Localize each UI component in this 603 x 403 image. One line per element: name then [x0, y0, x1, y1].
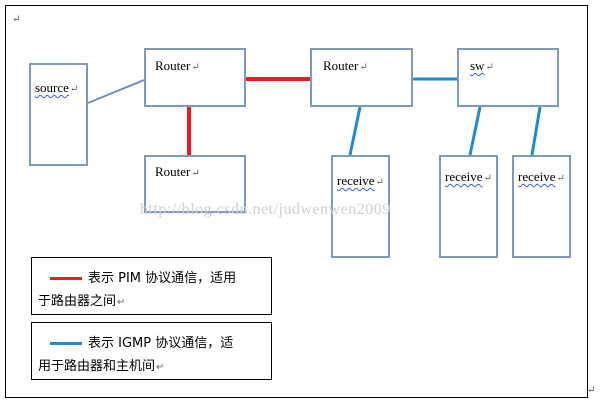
pim-line-swatch — [50, 277, 82, 280]
router-label: Router — [155, 164, 191, 179]
router-node-1: Router↵ — [144, 48, 246, 107]
receive-node-3: receive↵ — [512, 155, 571, 258]
igmp-link-sw-receive2 — [468, 106, 482, 156]
sw-label: sw — [470, 58, 485, 73]
igmp-line-swatch — [50, 342, 82, 345]
page-frame — [5, 5, 588, 398]
legend-pim: 表示 PIM 协议通信，适用 于路由器之间↵ — [31, 257, 272, 315]
router-label: Router — [155, 58, 191, 73]
receive-label: receive — [337, 173, 375, 188]
igmp-link-sw-receive3 — [530, 106, 542, 156]
paragraph-mark: ↵ — [12, 14, 21, 25]
receive-label: receive — [445, 169, 483, 184]
legend-igmp-text-2: 用于路由器和主机间 — [38, 359, 156, 374]
receive-node-1: receive↵ — [331, 155, 390, 258]
legend-igmp: 表示 IGMP 协议通信，适 用于路由器和主机间↵ — [31, 322, 272, 380]
switch-node: sw↵ — [457, 48, 559, 107]
source-node: source↵ — [29, 63, 88, 166]
legend-igmp-text-1: 表示 IGMP 协议通信，适 — [88, 336, 234, 351]
router-label: Router — [323, 58, 359, 73]
legend-pim-text-1: 表示 PIM 协议通信，适用 — [88, 271, 237, 286]
igmp-link-router2-receive1 — [348, 106, 362, 156]
receive-node-2: receive↵ — [439, 155, 498, 258]
receive-label: receive — [518, 169, 556, 184]
link-source-router — [87, 79, 145, 104]
watermark: http://blog.csdn.net/judwenwen2009 — [140, 201, 391, 218]
paragraph-mark: ↵ — [587, 385, 596, 396]
source-label: source — [35, 80, 69, 95]
router-node-3: Router↵ — [144, 155, 246, 213]
router-node-2: Router↵ — [310, 48, 413, 107]
legend-pim-text-2: 于路由器之间 — [38, 294, 117, 309]
